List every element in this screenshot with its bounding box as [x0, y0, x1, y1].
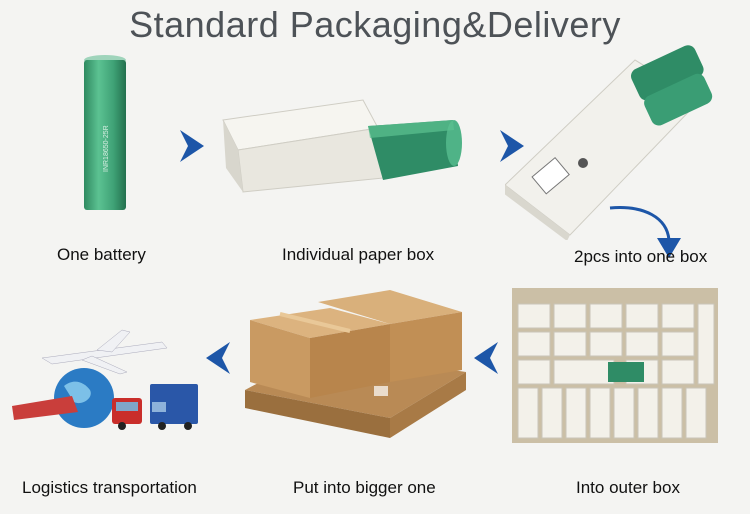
step-label-one-battery: One battery: [57, 245, 146, 264]
outer-box-image: [512, 288, 718, 443]
arrow-right-icon: [498, 128, 526, 164]
step-label-individual-paper-box: Individual paper box: [282, 245, 435, 264]
pallet-cartons-image: [240, 290, 468, 440]
svg-text:INR18650-25R: INR18650-25R: [103, 125, 110, 172]
curved-arrow-icon: [605, 200, 685, 260]
paper-box-image: [218, 98, 463, 193]
step-label-logistics-transportation: Logistics transportation: [22, 478, 197, 497]
step-label-put-into-bigger-one: Put into bigger one: [293, 478, 436, 497]
arrow-left-icon: [204, 340, 232, 376]
arrow-left-icon: [472, 340, 500, 376]
double-box-image: [505, 45, 725, 240]
battery-image: INR18650-25R: [70, 52, 140, 217]
arrow-right-icon: [178, 128, 206, 164]
page-title: Standard Packaging&Delivery: [129, 4, 621, 45]
step-label-into-outer-box: Into outer box: [576, 478, 680, 497]
logistics-image: [12, 328, 207, 433]
step-label-2pcs-into-one-box: 2pcs into one box: [574, 247, 708, 266]
